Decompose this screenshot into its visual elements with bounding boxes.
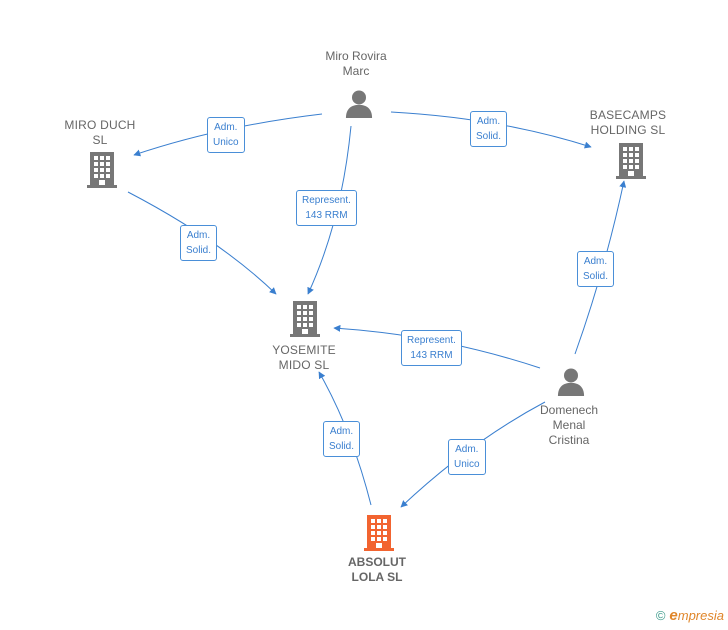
building-icon[interactable] bbox=[616, 143, 646, 179]
person-icon[interactable] bbox=[557, 368, 585, 396]
node-icons bbox=[87, 90, 646, 551]
edge-label-adm-unico[interactable]: Adm. Unico bbox=[207, 117, 245, 153]
edge-label-adm-solid[interactable]: Adm. Solid. bbox=[180, 225, 218, 261]
copyright-symbol: © bbox=[655, 608, 666, 623]
node-label-miro-rovira[interactable]: Miro Rovira Marc bbox=[325, 49, 387, 78]
edge-label-adm-solid[interactable]: Adm. Solid. bbox=[470, 111, 508, 147]
building-icon[interactable] bbox=[364, 515, 394, 551]
node-label-basecamps[interactable]: BASECAMPS HOLDING SL bbox=[589, 108, 667, 137]
edge-label-represent[interactable]: Represent. 143 RRM bbox=[296, 190, 357, 226]
brand-footer: ©empresia bbox=[656, 607, 724, 624]
edge-label-adm-solid[interactable]: Adm. Solid. bbox=[323, 421, 361, 457]
edge-label-adm-unico[interactable]: Adm. Unico bbox=[448, 439, 486, 475]
edge-label-adm-solid[interactable]: Adm. Solid. bbox=[577, 251, 615, 287]
brand-logo-initial: e bbox=[669, 607, 678, 624]
node-label-absolut[interactable]: ABSOLUT LOLA SL bbox=[348, 555, 406, 584]
node-label-yosemite[interactable]: YOSEMITE MIDO SL bbox=[272, 343, 336, 372]
node-label-domenech[interactable]: Domenech Menal Cristina bbox=[539, 403, 599, 447]
building-icon[interactable] bbox=[290, 301, 320, 337]
brand-logo-text: mpresia bbox=[677, 608, 724, 623]
person-icon[interactable] bbox=[345, 90, 373, 118]
building-icon[interactable] bbox=[87, 152, 117, 188]
edge-label-represent[interactable]: Represent. 143 RRM bbox=[401, 330, 462, 366]
node-label-miro-duch[interactable]: MIRO DUCH SL bbox=[64, 118, 136, 147]
